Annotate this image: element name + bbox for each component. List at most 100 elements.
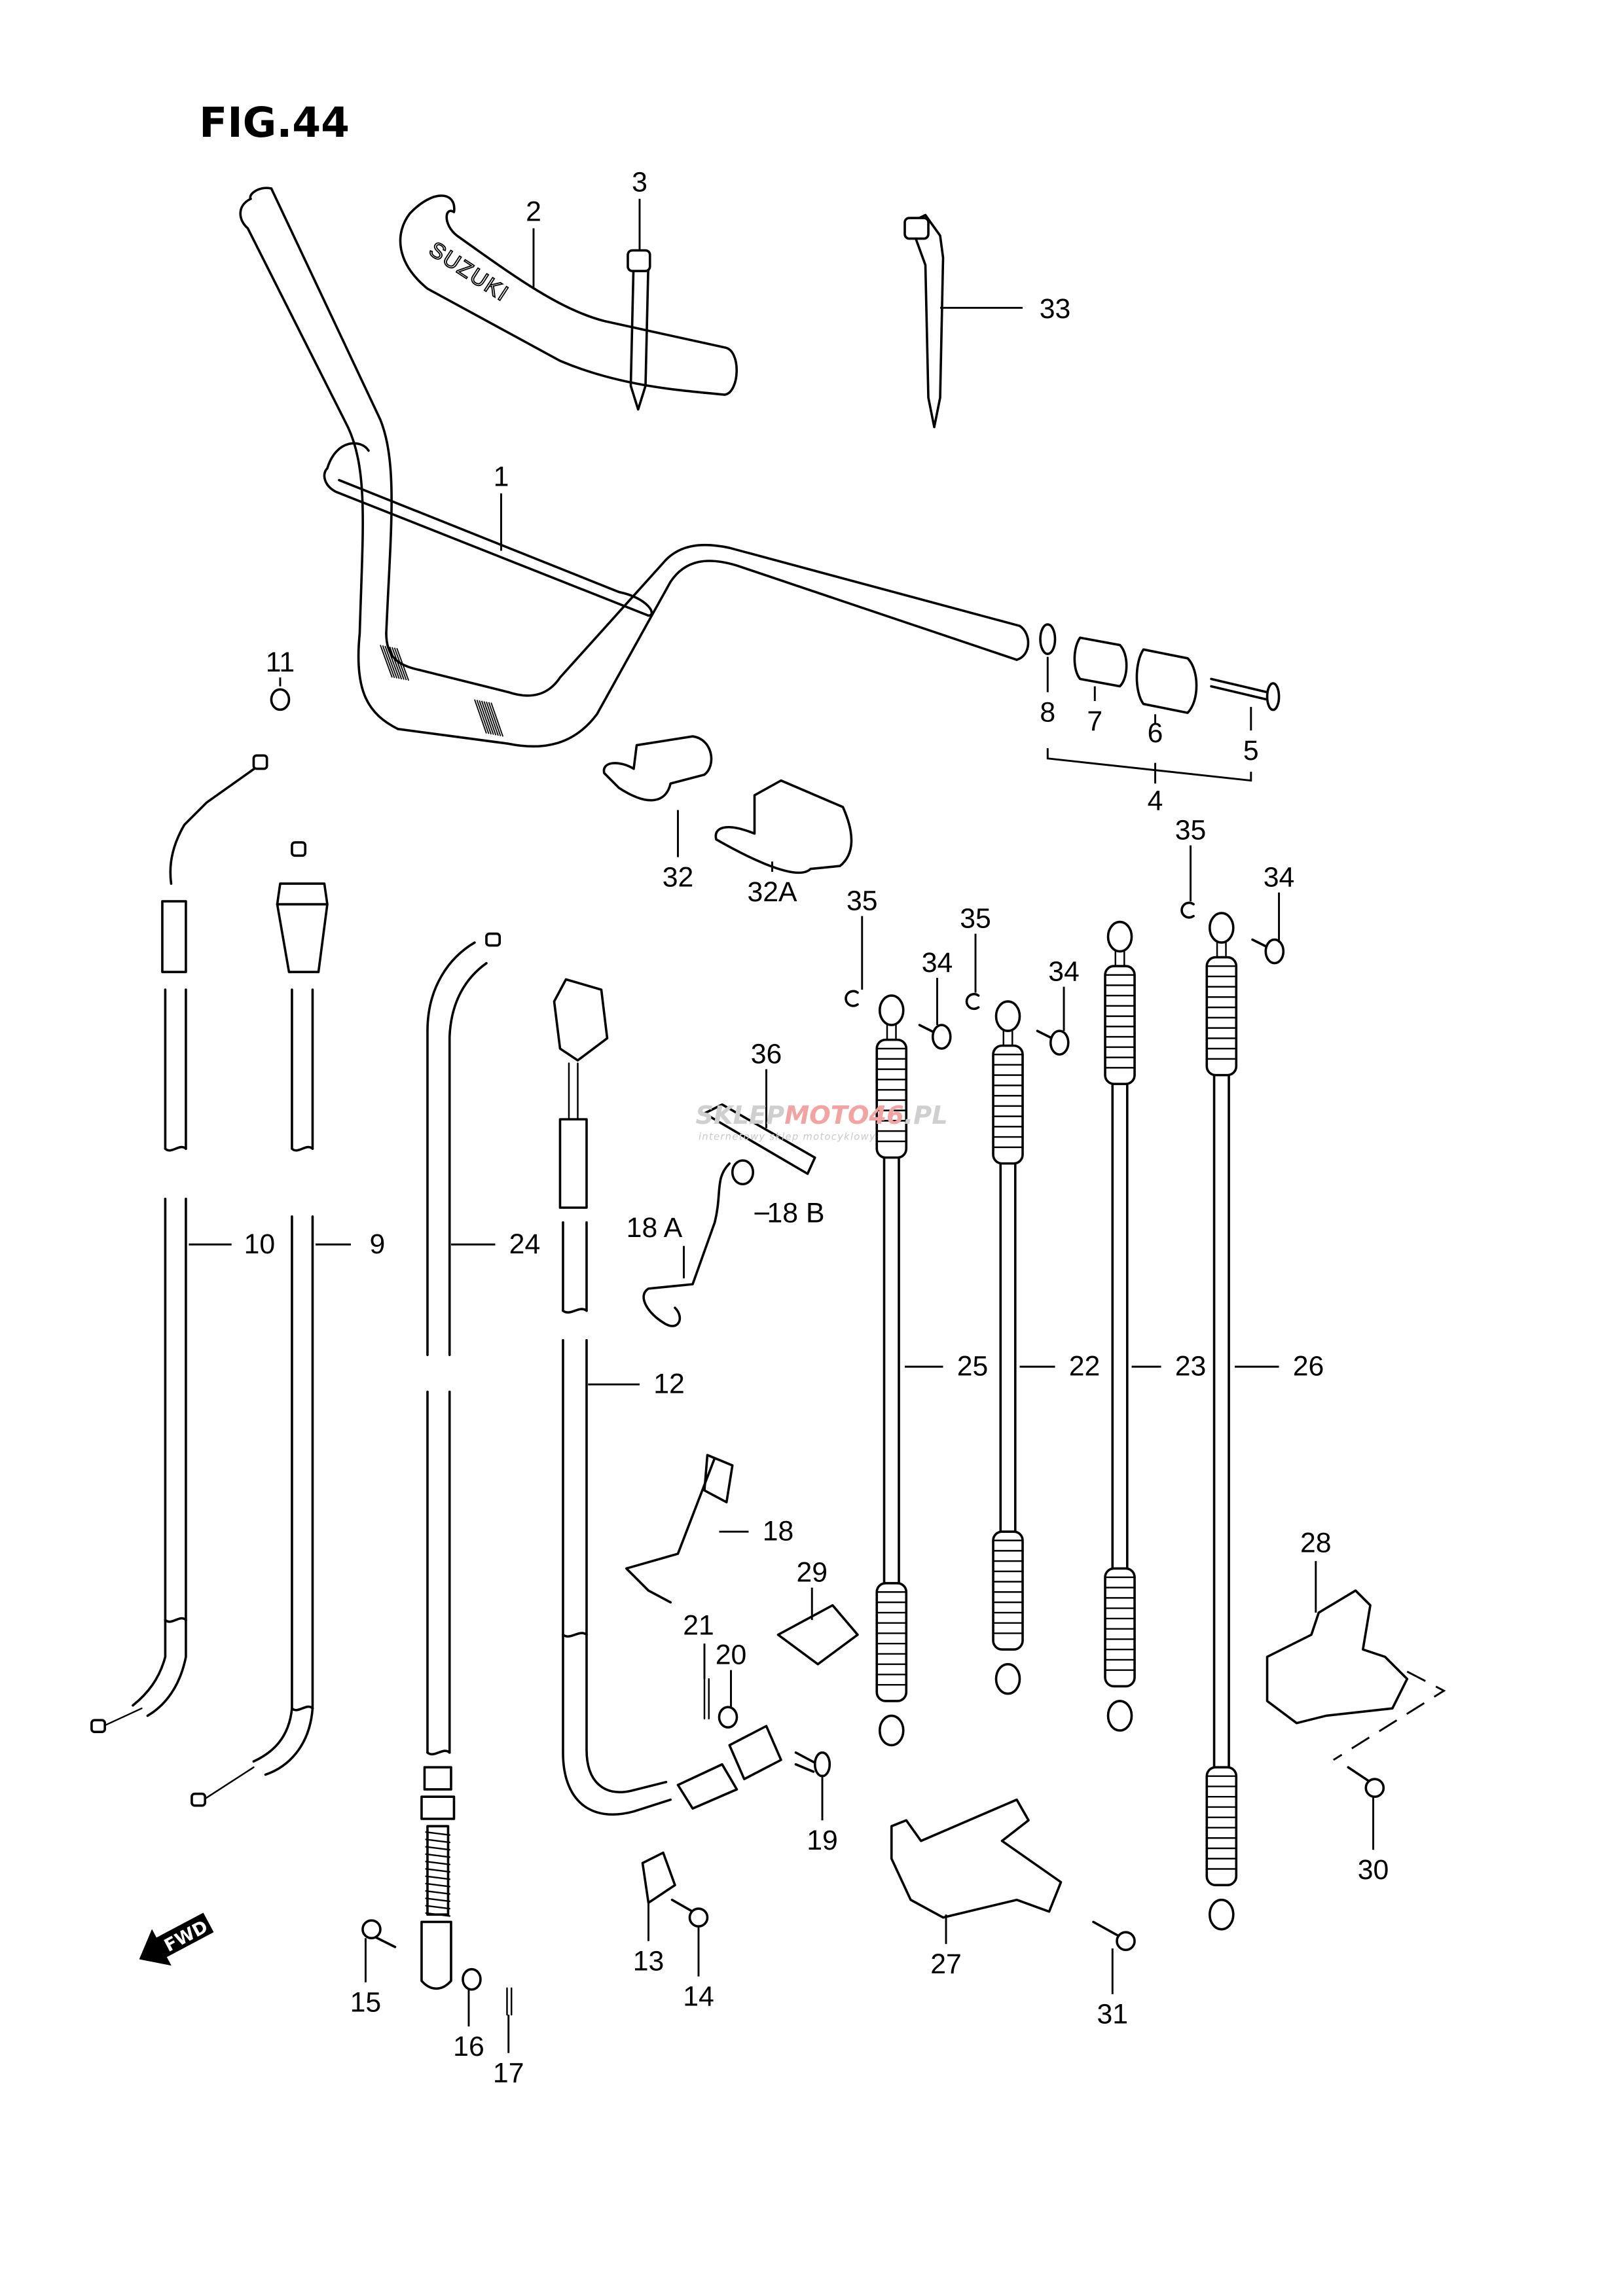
spring-coil: [425, 1912, 450, 1917]
spring-18: [625, 1454, 734, 1604]
knurl-mark: [483, 701, 497, 736]
callout-label: 35: [1175, 815, 1207, 846]
spring-coil: [425, 1860, 450, 1865]
handlebar: [385, 632, 510, 694]
handlebar: [239, 197, 1018, 748]
pin-15-head: [361, 1919, 382, 1940]
bolt-30-shank: [1347, 1766, 1372, 1784]
callout-19: 19: [807, 1774, 838, 1856]
callout-17: 17: [493, 2015, 524, 2089]
callout-label: 20: [716, 1640, 747, 1671]
shift-cable-23-top-eye: [1106, 920, 1133, 953]
callout-label: 5: [1243, 735, 1259, 766]
callout-label: 24: [509, 1229, 541, 1260]
weight-6: [1135, 648, 1198, 714]
pin-34-head: [1264, 938, 1285, 965]
screw-5-shank: [1210, 677, 1269, 701]
throttle-cable-1-sheath-a-break: [164, 1145, 187, 1152]
select-cable-26-bottom-eye: [1208, 1898, 1235, 1931]
select-cable-26-sheath: [1212, 1073, 1230, 1768]
callout-22: 22: [1019, 1351, 1100, 1382]
callout-label: 8: [1040, 697, 1055, 728]
callout-label: 33: [1040, 293, 1071, 325]
select-cable-25-boot-bottom: [875, 1582, 908, 1702]
knurl-mark: [490, 702, 504, 737]
clevis-top: [553, 978, 609, 1062]
callout-label: 3: [632, 167, 647, 198]
throttle-cable-2-sheath-a-break: [291, 1145, 314, 1152]
svg-text:SKLEPMOTO46.PL: SKLEPMOTO46.PL: [695, 1101, 947, 1130]
throttle-cable-2-sheath-b: [291, 1215, 314, 1710]
callout-18b: 18 B: [754, 1198, 824, 1229]
throttle-cable-2-cap: [276, 882, 329, 906]
knurl-mark: [382, 645, 395, 679]
knurl-mark: [386, 646, 400, 679]
callout-label: 35: [960, 903, 991, 935]
callout-11: 11: [266, 647, 295, 687]
cable-end: [191, 1792, 206, 1807]
cable-tie-head: [903, 217, 930, 240]
shift-cable-23-sheath: [1111, 1083, 1129, 1570]
throttle-cable-1-sheath-a: [164, 988, 187, 1150]
washer-20: [718, 1706, 738, 1729]
knurl-mark: [481, 700, 494, 735]
bracket-28: [1266, 1589, 1409, 1725]
knurl-mark: [486, 701, 499, 736]
callout-34: 34: [1264, 862, 1294, 943]
select-cable-25-sheath: [883, 1156, 900, 1585]
screw-5-head: [1266, 682, 1281, 711]
pin-19-head: [813, 1751, 831, 1778]
throttle-cable-1-bottom: [132, 1619, 187, 1717]
inner-wire: [202, 1766, 255, 1801]
knurl-mark: [474, 699, 487, 734]
cable-tie-strap: [629, 256, 650, 411]
callout-label: 26: [1293, 1351, 1324, 1382]
holder-32a: [714, 779, 853, 874]
callout-4: 4: [1046, 748, 1252, 817]
holder-32: [602, 735, 713, 802]
rear-brake-clevis: [728, 1725, 782, 1780]
callout-35: 35: [960, 903, 991, 993]
callout-6: 6: [1148, 714, 1163, 749]
callout-label: 19: [807, 1825, 838, 1856]
select-cable-26-top-eye: [1208, 912, 1235, 944]
watermark-tagline: internetowy sklep motocyklowy: [699, 1132, 876, 1143]
cable-tie-33: [912, 213, 945, 429]
callout-8: 8: [1040, 656, 1055, 728]
cable-end: [291, 841, 306, 857]
callout-label: 28: [1300, 1528, 1332, 1559]
shift-cable-22-boot-bottom: [992, 1530, 1024, 1651]
spring-coil: [425, 1853, 450, 1858]
callout-34: 34: [922, 947, 953, 1026]
callout-21: 21: [683, 1610, 714, 1679]
shift-cable-22-sheath: [999, 1162, 1017, 1533]
callout-16: 16: [453, 1988, 484, 2062]
shift-cable-23-rod: [1114, 950, 1125, 967]
rear-brake-cable-sheath-a-break: [562, 1308, 588, 1314]
knurl-mark: [396, 647, 410, 681]
handlebar-pad: [399, 194, 738, 396]
callout-label: 36: [751, 1039, 782, 1070]
shift-cable-22-top-eye: [994, 1000, 1021, 1032]
bolt-31-shank: [1092, 1920, 1121, 1938]
callout-2: 2: [526, 196, 541, 287]
callout-label: 32A: [747, 876, 797, 908]
throttle-cable-2-sheath-a: [291, 988, 314, 1150]
bolt-30-head: [1364, 1778, 1385, 1798]
rear-brake-cable-sheath-b-break: [562, 1632, 588, 1638]
callout-31: 31: [1097, 1948, 1128, 2030]
watermark-suffix: .PL: [904, 1101, 948, 1130]
shift-cable-23-bottom-eye: [1106, 1700, 1133, 1732]
e-ring-35: [1180, 901, 1195, 919]
callout-3: 3: [632, 167, 647, 251]
spring-coil: [425, 1846, 450, 1851]
leader-line: [1046, 748, 1252, 784]
callout-label: 2: [526, 196, 541, 228]
knurl-mark: [476, 700, 490, 734]
select-cable-25-boot-top: [875, 1038, 908, 1159]
spring: [426, 1825, 450, 1916]
select-cable-26-boot-bottom: [1205, 1766, 1238, 1887]
spring-coil: [425, 1890, 450, 1895]
callout-35: 35: [1175, 815, 1207, 902]
